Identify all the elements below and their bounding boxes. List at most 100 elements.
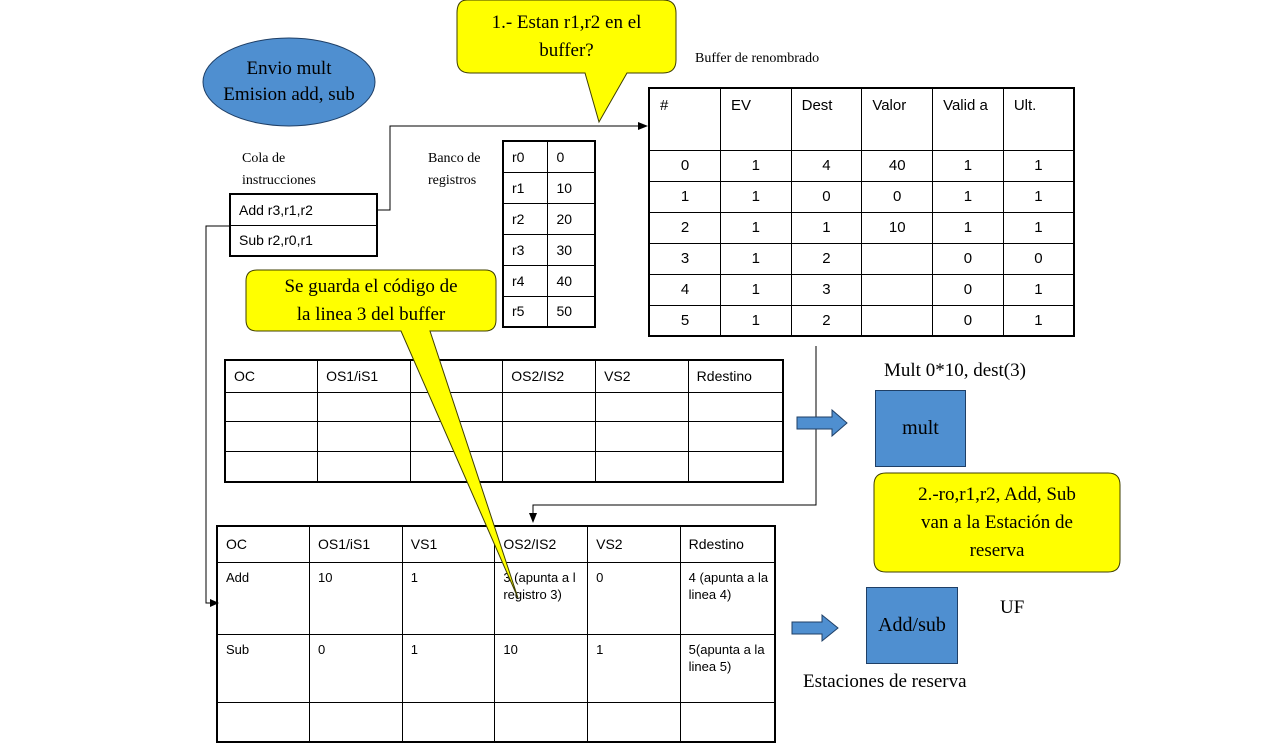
rs-mult-cell xyxy=(317,391,411,422)
rs-mult-cell xyxy=(595,420,689,452)
rs-add-header: OS1/iS1 xyxy=(309,525,403,563)
callout-2: Se guarda el código de la linea 3 del bu… xyxy=(246,272,496,330)
buffer-cell: 1 xyxy=(720,304,792,337)
rs-mult-cell xyxy=(687,420,784,452)
rs-mult-cell xyxy=(317,450,411,483)
instruction-queue: Add r3,r1,r2 Sub r2,r0,r1 xyxy=(229,193,378,257)
queue-title-line-2: instrucciones xyxy=(242,173,316,188)
buffer-title: Buffer de renombrado xyxy=(695,51,820,66)
registers-title: Banco de registros xyxy=(428,148,480,192)
buffer-cell: 1 xyxy=(1002,211,1075,244)
rs-add-cell: 5(apunta a la linea 5) xyxy=(679,633,776,703)
callout-3-line-3: reserva xyxy=(969,539,1025,561)
callout-3-shape xyxy=(873,472,1121,573)
rs-mult-header: VS2 xyxy=(595,359,689,393)
register-name: r1 xyxy=(502,171,549,204)
rs-mult-cell xyxy=(224,450,319,483)
buffer-cell: 10 xyxy=(861,211,934,244)
rs-mult-cell xyxy=(502,391,597,422)
registers-title-line-1: Banco de xyxy=(428,151,481,166)
buffer-cell xyxy=(861,242,934,275)
rs-mult-header: OS2/IS2 xyxy=(502,359,597,393)
callout-2-shape xyxy=(245,269,519,599)
buffer-cell: 1 xyxy=(932,149,1004,182)
buffer-cell: 3 xyxy=(648,242,721,275)
rs-add-cell: 4 (apunta a la linea 4) xyxy=(679,561,776,635)
diagram-overlay xyxy=(202,0,1121,643)
rs-add-cell: 1 xyxy=(401,561,496,635)
rs-mult-cell xyxy=(595,391,689,422)
queue-title-line-1: Cola de xyxy=(242,151,286,166)
buffer-cell: 4 xyxy=(790,149,863,182)
callout-2-layer xyxy=(245,269,519,599)
rs-add-cell: 0 xyxy=(309,633,403,703)
buffer-cell: 1 xyxy=(1002,304,1075,337)
buffer-cell xyxy=(861,304,934,337)
buffer-cell: 0 xyxy=(790,180,863,213)
registers-title-line-2: registros xyxy=(428,173,477,188)
buffer-cell: 5 xyxy=(648,304,721,337)
arrowhead xyxy=(638,122,648,130)
callout-1: 1.- Estan r1,r2 en el buffer? xyxy=(457,2,676,72)
mult-unit: mult xyxy=(875,390,966,467)
queue-title: Cola de instrucciones xyxy=(242,148,316,192)
arrowhead xyxy=(529,513,537,523)
callout-2-line-2: la linea 3 del buffer xyxy=(296,304,446,325)
buffer-cell xyxy=(861,273,934,306)
rs-add-cell: Add xyxy=(216,561,311,635)
buffer-cell: 0 xyxy=(932,304,1004,337)
callout-1-line-1: 1.- Estan r1,r2 en el xyxy=(491,12,642,33)
queue-row: Add r3,r1,r2 xyxy=(229,193,378,226)
rs-mult-cell xyxy=(224,420,319,452)
buffer-header: Dest xyxy=(790,87,863,151)
buffer-cell: 1 xyxy=(720,180,792,213)
add-sub-unit: Add/sub xyxy=(866,587,958,664)
callout-1-shape xyxy=(456,0,677,124)
register-name: r2 xyxy=(502,202,549,235)
uf-label: UF xyxy=(1000,597,1025,618)
reservation-station-mult: OC OS1/iS1 OS2/IS2 VS2 Rdestino xyxy=(224,359,784,483)
callout-3: 2.-ro,r1,r2, Add, Sub van a la Estación … xyxy=(874,474,1120,571)
ellipse-line-2: Emision add, sub xyxy=(223,84,355,105)
rs-mult-cell xyxy=(317,420,411,452)
callout-2-line-1: Se guarda el código de xyxy=(284,276,458,297)
rs-to-mult-arrow xyxy=(796,408,848,438)
queue-to-rs-arrow xyxy=(205,225,229,604)
buffer-cell: 1 xyxy=(1002,180,1075,213)
callout-3-line-2: van a la Estación de xyxy=(921,511,1073,533)
buffer-cell: 2 xyxy=(648,211,721,244)
queue-row: Sub r2,r0,r1 xyxy=(229,224,378,257)
mult-caption: Mult 0*10, dest(3) xyxy=(884,360,1026,381)
buffer-cell: 1 xyxy=(720,149,792,182)
buffer-cell: 3 xyxy=(790,273,863,306)
register-value: 40 xyxy=(547,264,596,297)
ellipse-line-1: Envio mult xyxy=(246,58,332,79)
buffer-header: Valid a xyxy=(932,87,1004,151)
rs-mult-header: Rdestino xyxy=(687,359,784,393)
buffer-header: # xyxy=(648,87,721,151)
buffer-header: EV xyxy=(720,87,792,151)
status-ellipse-text: Envio mult Emision add, sub xyxy=(203,52,375,112)
buffer-cell: 2 xyxy=(790,304,863,337)
buffer-cell: 2 xyxy=(790,242,863,275)
register-value: 50 xyxy=(547,295,596,328)
rs-mult-cell xyxy=(224,391,319,422)
rs-add-cell: Sub xyxy=(216,633,311,703)
reservation-station-add: OC OS1/iS1 VS1 OS2/IS2 VS2 Rdestino Add … xyxy=(216,525,776,743)
rs-mult-cell xyxy=(502,450,597,483)
buffer-cell: 1 xyxy=(932,211,1004,244)
buffer-header: Valor xyxy=(861,87,934,151)
arrowhead xyxy=(210,599,219,607)
register-name: r5 xyxy=(502,295,549,328)
buffer-header: Ult. xyxy=(1002,87,1075,151)
callout-1-line-2: buffer? xyxy=(539,40,594,61)
buffer-cell: 1 xyxy=(932,180,1004,213)
rs-to-add-arrow xyxy=(791,613,839,643)
buffer-cell: 1 xyxy=(1002,149,1075,182)
callout-3-line-1: 2.-ro,r1,r2, Add, Sub xyxy=(918,483,1076,505)
register-value: 0 xyxy=(547,140,596,173)
status-ellipse xyxy=(202,37,376,127)
rs-add-header: Rdestino xyxy=(679,525,776,563)
